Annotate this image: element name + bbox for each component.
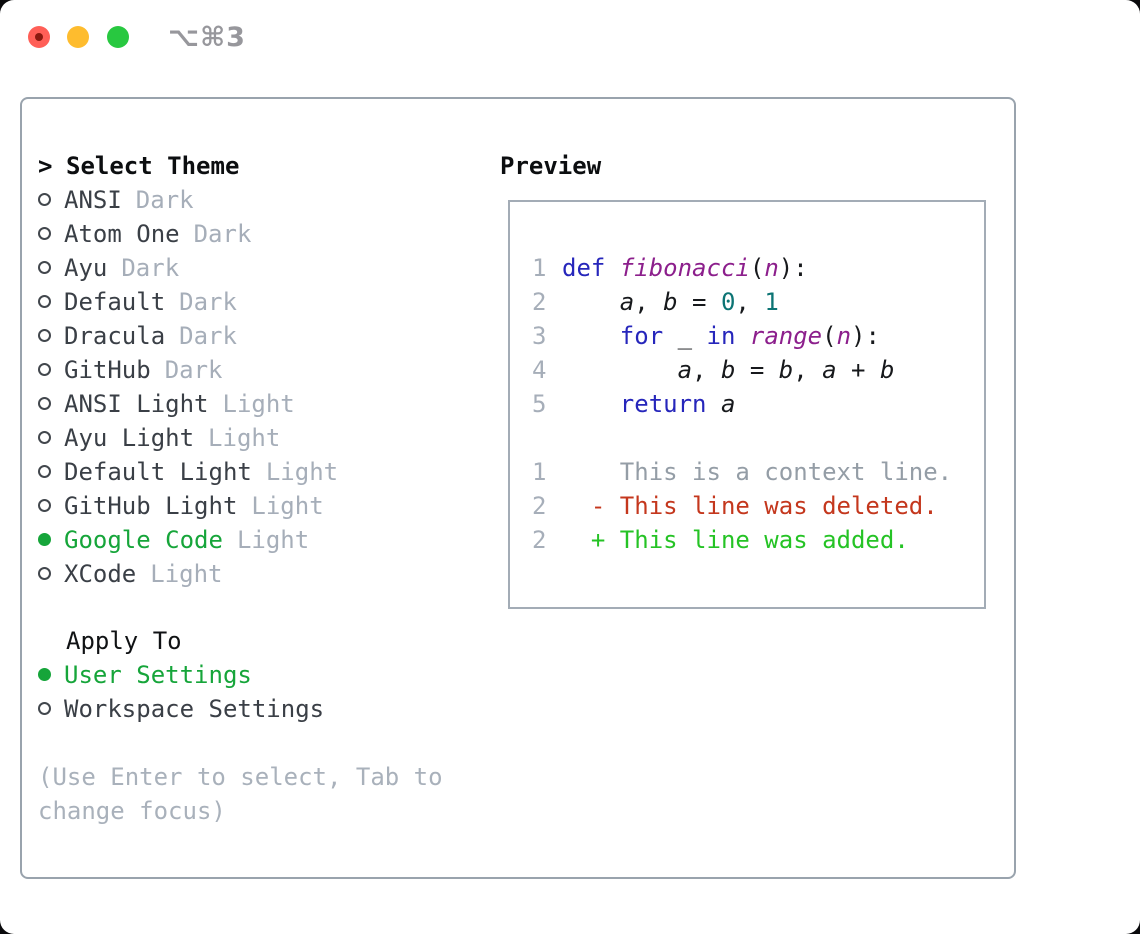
theme-option-default[interactable]: Default Dark bbox=[38, 285, 338, 319]
theme-option-ayu[interactable]: Ayu Dark bbox=[38, 251, 338, 285]
theme-variant: Light bbox=[251, 492, 324, 520]
code-line: 1 def fibonacci(n): bbox=[532, 251, 984, 285]
code-content: - This line was deleted. bbox=[562, 492, 938, 520]
theme-option-xcode[interactable]: XCode Light bbox=[38, 557, 338, 591]
code-content: + This line was added. bbox=[562, 526, 909, 554]
code-line: 3 for _ in range(n): bbox=[532, 319, 984, 353]
theme-option-github[interactable]: GitHub Dark bbox=[38, 353, 338, 387]
line-number: 1 bbox=[532, 254, 547, 282]
titlebar: ⌥⌘3 bbox=[0, 0, 1140, 75]
line-number: 2 bbox=[532, 288, 547, 316]
code-content: This is a context line. bbox=[562, 458, 953, 486]
radio-unselected-icon bbox=[38, 294, 51, 308]
line-number: 3 bbox=[532, 322, 547, 350]
radio-unselected-icon bbox=[38, 192, 51, 206]
code-content: a, b = 0, 1 bbox=[619, 288, 779, 316]
radio-selected-icon bbox=[38, 667, 51, 681]
code-content: return a bbox=[619, 390, 736, 418]
code-line: 2 - This line was deleted. bbox=[532, 489, 984, 523]
theme-name: Atom One bbox=[64, 220, 180, 248]
radio-unselected-icon bbox=[38, 566, 51, 580]
line-number: 4 bbox=[532, 356, 547, 384]
theme-option-ansi-light[interactable]: ANSI Light Light bbox=[38, 387, 338, 421]
usage-hint-line2: change focus) bbox=[38, 797, 226, 825]
theme-variant: Dark bbox=[179, 288, 237, 316]
radio-unselected-icon bbox=[38, 498, 51, 512]
theme-variant: Light bbox=[236, 526, 310, 554]
line-number: 2 bbox=[532, 526, 547, 554]
radio-selected-icon bbox=[38, 532, 51, 546]
theme-option-ansi[interactable]: ANSI Dark bbox=[38, 183, 338, 217]
zoom-button[interactable] bbox=[107, 26, 129, 48]
minimize-button[interactable] bbox=[67, 26, 89, 48]
close-button[interactable] bbox=[28, 26, 50, 48]
code-line: 2 a, b = 0, 1 bbox=[532, 285, 984, 319]
code-content: a, b = b, a + b bbox=[677, 356, 895, 384]
line-number: 5 bbox=[532, 390, 547, 418]
usage-hint-line1: (Use Enter to select, Tab to bbox=[38, 763, 443, 791]
code-content: def fibonacci(n): bbox=[562, 254, 808, 282]
apply-option-user-settings[interactable]: User Settings bbox=[38, 658, 324, 692]
theme-name: XCode bbox=[64, 560, 137, 588]
theme-variant: Dark bbox=[164, 356, 223, 384]
code-line: 5 return a bbox=[532, 387, 984, 421]
code-line: 4 a, b = b, a + b bbox=[532, 353, 984, 387]
apply-option-label: Workspace Settings bbox=[64, 695, 325, 723]
code-line: 1 This is a context line. bbox=[532, 455, 984, 489]
theme-option-default-light[interactable]: Default Light Light bbox=[38, 455, 338, 489]
apply-to-title: Apply To bbox=[66, 627, 182, 655]
theme-picker-panel bbox=[20, 97, 1016, 879]
theme-variant: Light bbox=[265, 458, 339, 486]
focus-caret: > bbox=[38, 152, 53, 180]
radio-unselected-icon bbox=[38, 362, 51, 376]
radio-unselected-icon bbox=[38, 226, 51, 240]
theme-variant: Light bbox=[208, 424, 281, 452]
apply-option-workspace-settings[interactable]: Workspace Settings bbox=[38, 692, 324, 726]
theme-name: Dracula bbox=[64, 322, 166, 350]
theme-name: ANSI Light bbox=[64, 390, 209, 418]
theme-name: Ayu Light bbox=[64, 424, 195, 452]
preview-title: Preview bbox=[500, 152, 602, 180]
radio-unselected-icon bbox=[38, 430, 51, 444]
theme-variant: Dark bbox=[135, 186, 194, 214]
window-shortcut-label: ⌥⌘3 bbox=[168, 22, 246, 53]
code-line bbox=[532, 421, 984, 455]
theme-option-google-code[interactable]: Google Code Light bbox=[38, 523, 338, 557]
theme-name: GitHub bbox=[64, 356, 151, 384]
theme-name: Google Code bbox=[64, 526, 223, 554]
theme-name: Ayu bbox=[64, 254, 108, 282]
code-content: for _ in range(n): bbox=[619, 322, 880, 350]
line-number: 1 bbox=[532, 458, 547, 486]
theme-name: ANSI bbox=[64, 186, 122, 214]
theme-variant: Dark bbox=[121, 254, 180, 282]
radio-unselected-icon bbox=[38, 396, 51, 410]
theme-variant: Dark bbox=[193, 220, 252, 248]
theme-option-dracula[interactable]: Dracula Dark bbox=[38, 319, 338, 353]
theme-name: Default bbox=[64, 288, 166, 316]
code-line: 2 + This line was added. bbox=[532, 523, 984, 557]
theme-variant: Dark bbox=[179, 322, 237, 350]
theme-name: GitHub Light bbox=[64, 492, 238, 520]
theme-variant: Light bbox=[222, 390, 295, 418]
apply-option-label: User Settings bbox=[64, 661, 252, 689]
radio-unselected-icon bbox=[38, 260, 51, 274]
usage-hint: (Use Enter to select, Tab to change focu… bbox=[38, 760, 443, 828]
theme-list-title: Select Theme bbox=[66, 152, 240, 180]
theme-list-title-row: > Select Theme bbox=[38, 149, 338, 183]
theme-option-ayu-light[interactable]: Ayu Light Light bbox=[38, 421, 338, 455]
radio-unselected-icon bbox=[38, 701, 51, 715]
theme-variant: Light bbox=[150, 560, 223, 588]
radio-unselected-icon bbox=[38, 328, 51, 342]
theme-option-github-light[interactable]: GitHub Light Light bbox=[38, 489, 338, 523]
line-number: 2 bbox=[532, 492, 547, 520]
theme-name: Default Light bbox=[64, 458, 252, 486]
radio-unselected-icon bbox=[38, 464, 51, 478]
theme-option-atom-one[interactable]: Atom One Dark bbox=[38, 217, 338, 251]
